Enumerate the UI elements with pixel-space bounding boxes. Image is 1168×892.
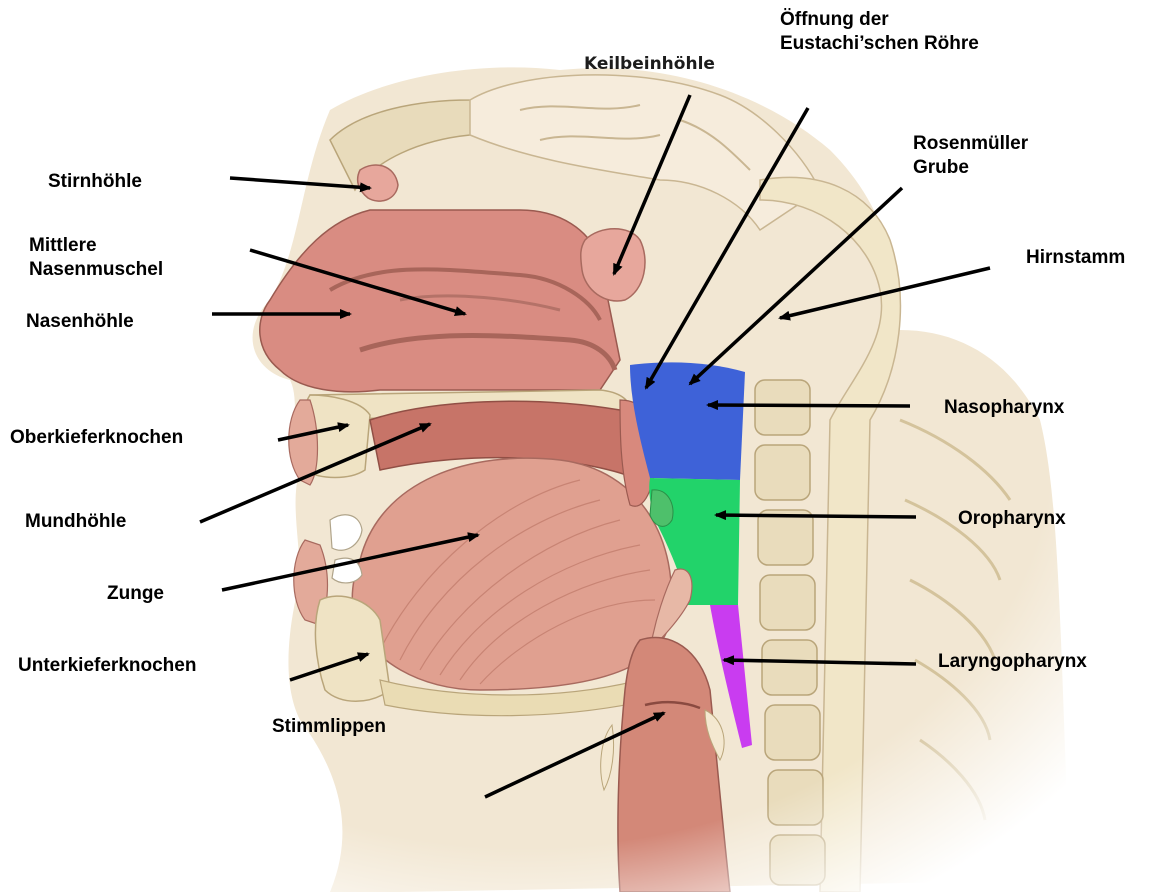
label-hirnstamm: Hirnstamm <box>1026 246 1125 270</box>
label-oeffnung-line1: Öffnung der <box>780 8 979 32</box>
label-mittlere-nasenmuschel: Mittlere Nasenmuschel <box>29 234 163 282</box>
label-oeffnung-line2: Eustachi’schen Röhre <box>780 32 979 56</box>
arrow-nasopharynx <box>708 405 910 406</box>
label-mittlere-line2: Nasenmuschel <box>29 258 163 282</box>
label-stimmlippen: Stimmlippen <box>272 715 386 739</box>
label-laryngopharynx: Laryngopharynx <box>938 650 1087 674</box>
label-rosenmueller-line2: Grube <box>913 156 1028 180</box>
arrow-oropharynx <box>716 515 916 517</box>
label-oeffnung-eustachi: Öffnung der Eustachi’schen Röhre <box>780 8 979 56</box>
label-nasopharynx: Nasopharynx <box>944 396 1064 420</box>
label-oberkieferknochen: Oberkieferknochen <box>10 426 183 450</box>
label-rosenmueller-line1: Rosenmüller <box>913 132 1028 156</box>
label-oropharynx: Oropharynx <box>958 507 1066 531</box>
label-keilbeinhoehle: Keilbeinhöhle <box>584 52 715 76</box>
label-zunge: Zunge <box>107 582 164 606</box>
label-rosenmueller-grube: Rosenmüller Grube <box>913 132 1028 180</box>
label-stirnhoehle: Stirnhöhle <box>48 170 142 194</box>
label-unterkieferknochen: Unterkieferknochen <box>18 654 196 678</box>
label-nasenhoehle: Nasenhöhle <box>26 310 134 334</box>
label-mittlere-line1: Mittlere <box>29 234 163 258</box>
label-mundhoehle: Mundhöhle <box>25 510 126 534</box>
